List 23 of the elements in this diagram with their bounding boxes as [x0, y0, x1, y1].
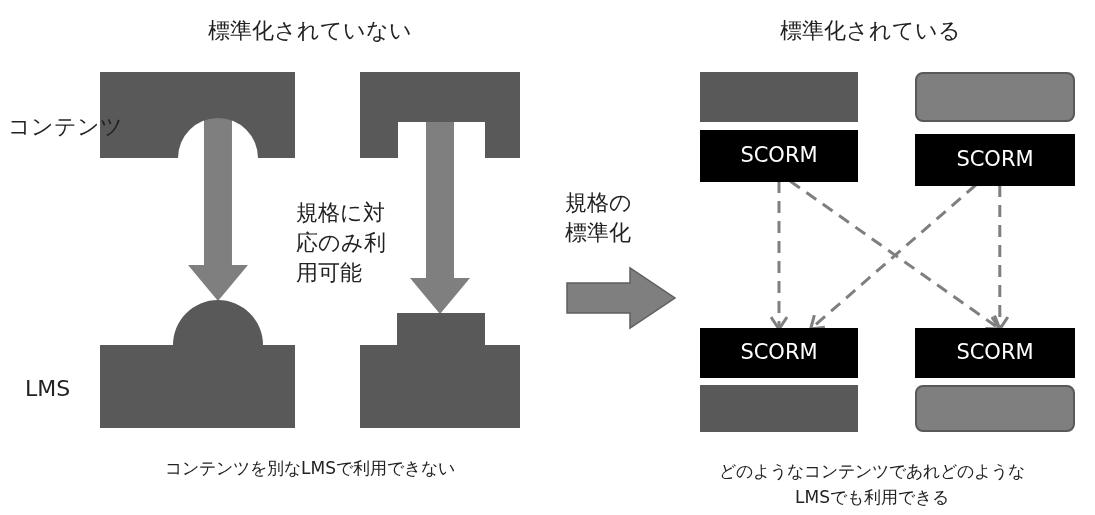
caption-text: どのようなコンテンツであれどのようなLMSでも利用できる — [718, 460, 1026, 509]
scorm-label: SCORM — [700, 328, 858, 378]
note-text: 規格に対応のみ利用可能 — [296, 199, 387, 287]
content-block — [915, 72, 1075, 122]
block-arrow — [410, 122, 470, 314]
content-block — [700, 72, 858, 122]
arrow-label: 規格の標準化 — [565, 189, 633, 247]
lms-dome-shape — [100, 300, 295, 428]
scorm-label: SCORM — [915, 328, 1075, 378]
scorm-label: SCORM — [700, 130, 858, 182]
lms-block — [915, 385, 1075, 432]
scorm-label: SCORM — [915, 134, 1075, 186]
block-arrow — [188, 118, 248, 301]
content-notch-shape — [360, 72, 520, 158]
dashed-arrow — [990, 185, 1010, 331]
lms-step-shape — [360, 313, 520, 428]
row-label: LMS — [25, 375, 71, 403]
caption-text: コンテンツを別なLMSで利用できない — [164, 457, 456, 480]
lms-block — [700, 385, 858, 432]
content-arch-shape — [100, 72, 295, 158]
dashed-arrow — [769, 181, 789, 331]
column-heading: 標準化されていない — [207, 17, 413, 45]
column-heading: 標準化されている — [778, 17, 962, 45]
